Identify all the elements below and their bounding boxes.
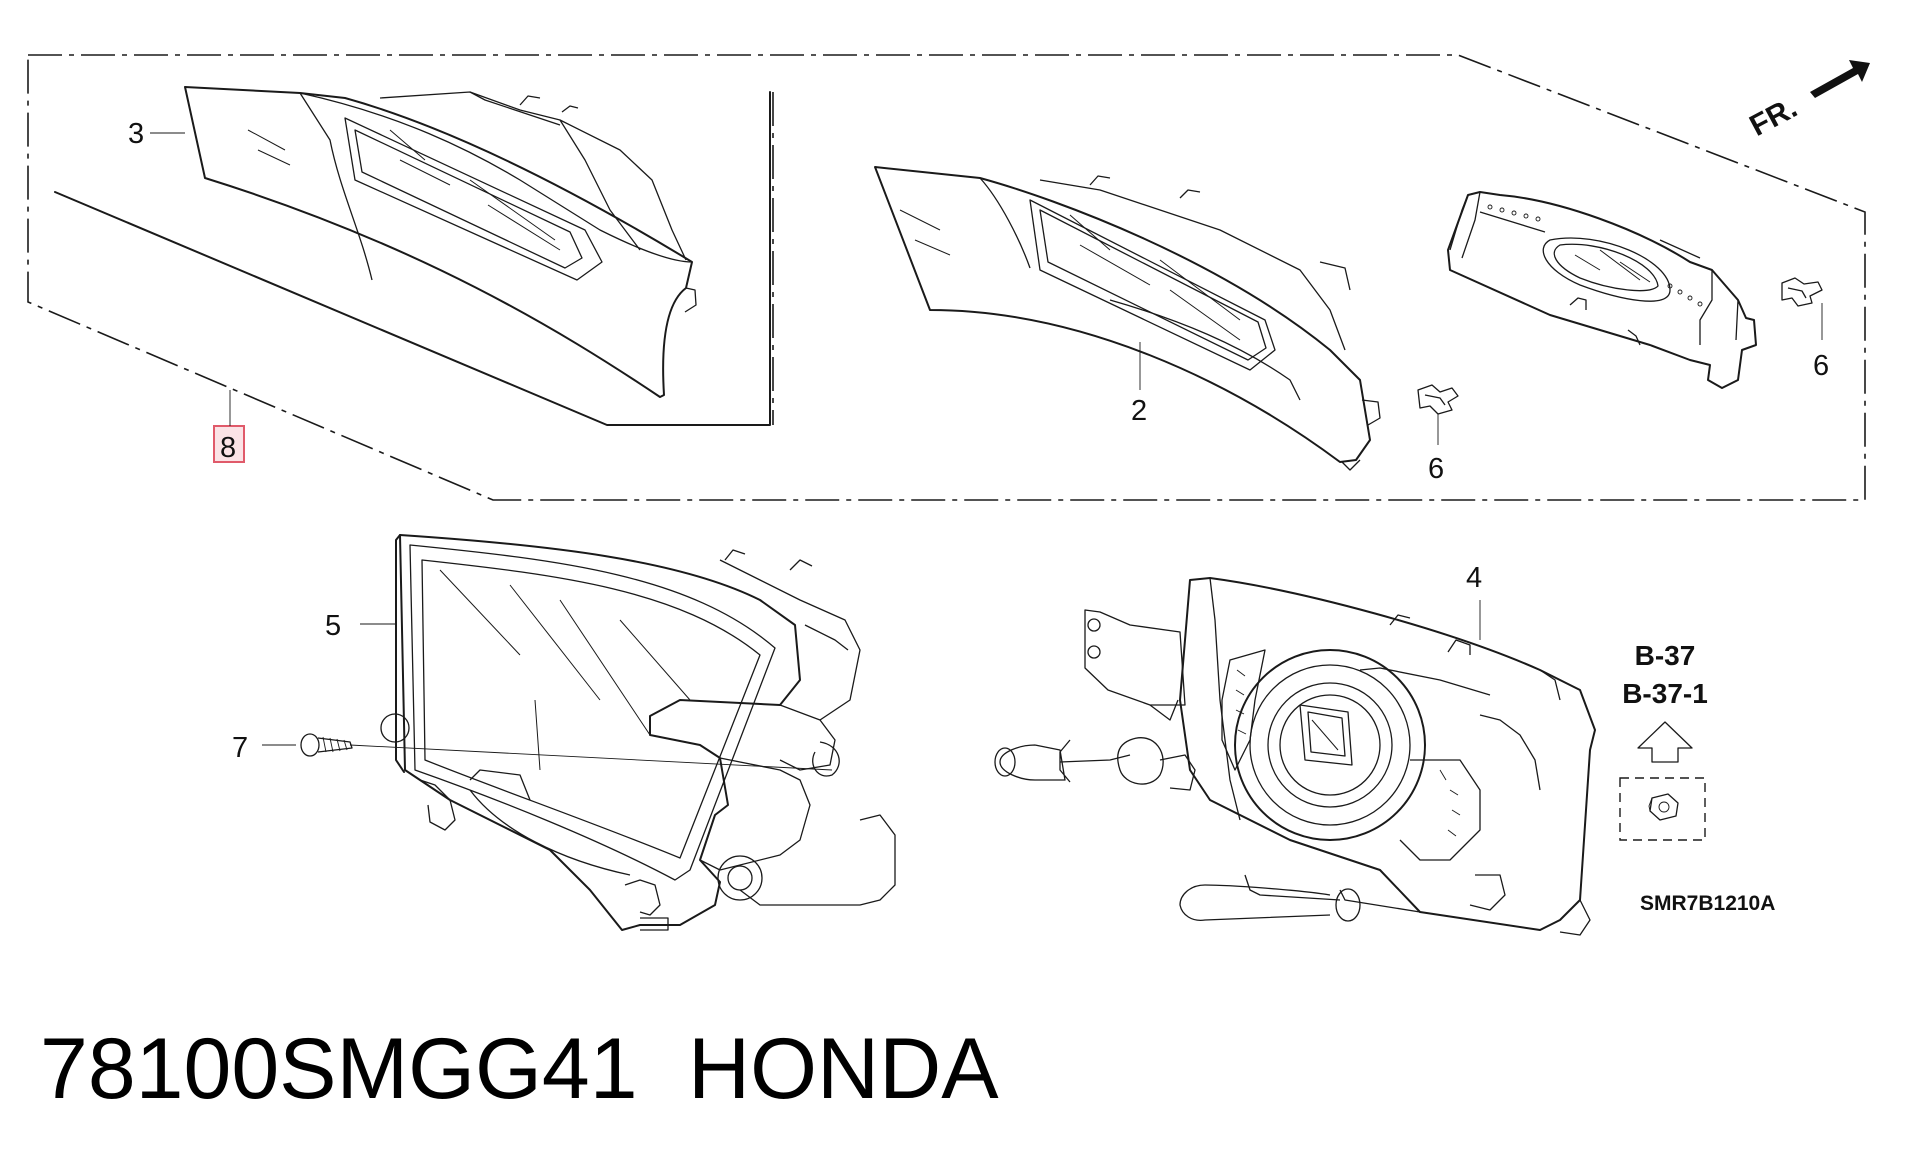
part-7-screw: [300, 733, 353, 757]
part-number-caption: 78100SMGG41: [40, 1021, 638, 1117]
diagram-code: SMR7B1210A: [1640, 892, 1775, 915]
group-boundary: [27, 54, 1866, 501]
gauge-assembly-upper: [1447, 191, 1757, 389]
reference-code-secondary: B-37-1: [1622, 678, 1708, 709]
part-6-clip-a: [1417, 384, 1459, 415]
front-direction-arrow: FR.: [1744, 60, 1870, 143]
callout-part-3: 3: [128, 118, 144, 150]
callout-part-8[interactable]: 8: [220, 432, 236, 464]
part-6-clip-b: [1781, 277, 1823, 307]
part-2-visor: [874, 166, 1381, 471]
callout-part-6a: 6: [1428, 453, 1444, 485]
reference-code-primary: B-37: [1635, 640, 1696, 671]
callout-part-4: 4: [1466, 562, 1482, 594]
part-5-meter-case: [380, 534, 896, 931]
reference-up-arrow-icon: [1637, 721, 1693, 763]
reference-detail-box: [1619, 777, 1706, 841]
part-4-combination-meter: [994, 577, 1596, 936]
callout-part-5: 5: [325, 610, 341, 642]
brand-caption: HONDA: [688, 1021, 999, 1117]
front-direction-label: FR.: [1744, 91, 1802, 143]
hex-nut-icon: [1648, 793, 1679, 821]
part-7-leader: [349, 744, 833, 771]
part-3-visor: [184, 86, 697, 398]
callout-part-2: 2: [1131, 395, 1147, 427]
callout-part-7: 7: [232, 732, 248, 764]
part-3-box: [54, 91, 771, 426]
callout-part-8-highlight[interactable]: [213, 425, 245, 463]
callout-part-6b: 6: [1813, 350, 1829, 382]
